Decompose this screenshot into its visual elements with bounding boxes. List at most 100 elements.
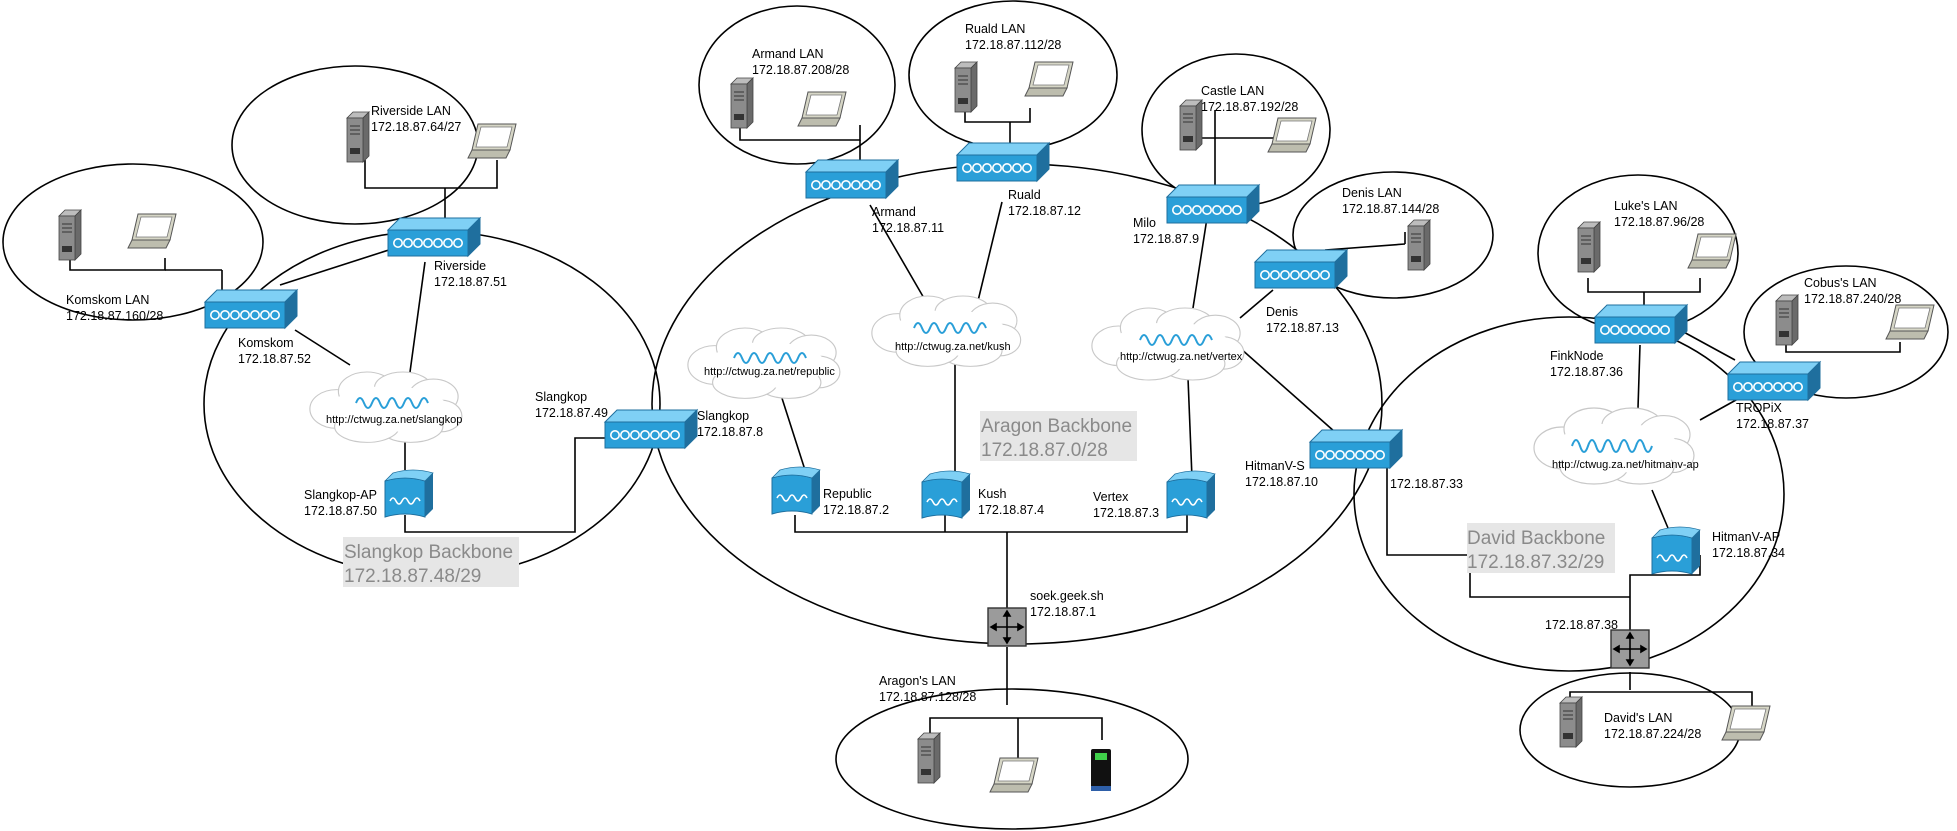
slangkop-left-ip: 172.18.87.49 [535, 406, 608, 420]
denis-node-ip: 172.18.87.13 [1266, 321, 1339, 335]
ruald-switch [956, 142, 1050, 182]
slangkop-ap-name: Slangkop-AP [304, 488, 377, 502]
david-lan-subnet: 172.18.87.224/28 [1604, 727, 1701, 741]
cobus-lan-ellipse [1743, 265, 1949, 399]
komskom-server-icon [58, 209, 82, 261]
hitmanv-s-extra-ip: 172.18.87.33 [1390, 477, 1463, 491]
komskom-switch [204, 289, 298, 329]
denis-lan-subnet: 172.18.87.144/28 [1342, 202, 1439, 216]
finknode-ip: 172.18.87.36 [1550, 365, 1623, 379]
aragon-backbone-name: Aragon Backbone [981, 416, 1132, 437]
david-backbone-name: David Backbone [1467, 528, 1605, 549]
kush-ap [921, 470, 971, 519]
david-router-ip: 172.18.87.38 [1545, 618, 1618, 632]
david-backbone-box [1467, 523, 1615, 573]
aragon-backbone-box [980, 411, 1137, 461]
finknode-switch [1594, 304, 1688, 344]
riverside-node-name: Riverside [434, 259, 486, 273]
tropix-name: TROPiX [1736, 401, 1783, 415]
lukes-laptop-icon [1687, 233, 1737, 269]
republic-node-name: Republic [823, 487, 872, 501]
aragon-server-icon [917, 732, 941, 784]
armand-switch [805, 159, 899, 199]
cloud-republic-url: http://ctwug.za.net/republic [704, 366, 835, 378]
soek-node-ip: 172.18.87.1 [1030, 605, 1096, 619]
komskom-node-name: Komskom [238, 336, 294, 350]
soek-node-name: soek.geek.sh [1030, 589, 1104, 603]
cloud-kush [871, 295, 1022, 367]
tropix-switch [1727, 361, 1821, 401]
slangkop-ap-ip: 172.18.87.50 [304, 504, 377, 518]
castle-laptop-icon [1267, 117, 1317, 153]
denis-lan-name: Denis LAN [1342, 186, 1402, 200]
komskom-node-ip: 172.18.87.52 [238, 352, 311, 366]
slangkop-backbone-name: Slangkop Backbone [344, 542, 513, 563]
hitmanv-s-switch [1309, 429, 1403, 469]
cloud-slangkop-url: http://ctwug.za.net/slangkop [326, 414, 462, 426]
connection-lines [69, 108, 1901, 760]
david-laptop-icon [1721, 705, 1771, 741]
hitmanv-ap [1651, 526, 1701, 575]
cobus-lan-name: Cobus's LAN [1804, 276, 1877, 290]
cobus-lan-subnet: 172.18.87.240/28 [1804, 292, 1901, 306]
vertex-ap [1166, 470, 1216, 519]
hitmanv-s-node-ip: 172.18.87.10 [1245, 475, 1318, 489]
komskom-lan-ellipse [2, 163, 264, 321]
david-lan-name: David's LAN [1604, 711, 1672, 725]
david-server-icon [1559, 696, 1583, 748]
ruald-node-name: Ruald [1008, 188, 1041, 202]
slangkop-backbone-subnet: 172.18.87.48/29 [344, 566, 481, 587]
aragon-lan-subnet: 172.18.87.128/28 [879, 690, 976, 704]
ruald-server-icon [954, 61, 978, 113]
armand-laptop-icon [797, 91, 847, 127]
armand-lan-ellipse [698, 5, 896, 165]
milo-switch [1166, 184, 1260, 224]
armand-lan-subnet: 172.18.87.208/28 [752, 63, 849, 77]
riverside-server-icon [346, 111, 370, 163]
slangkop-right-name: Slangkop [697, 409, 749, 423]
denis-node-name: Denis [1266, 305, 1298, 319]
finknode-name: FinkNode [1550, 349, 1604, 363]
ruald-node-ip: 172.18.87.12 [1008, 204, 1081, 218]
aragon-backbone-subnet: 172.18.87.0/28 [981, 440, 1108, 461]
lukes-lan-subnet: 172.18.87.96/28 [1614, 215, 1704, 229]
david-router-icon [1610, 629, 1650, 669]
cloud-kush-url: http://ctwug.za.net/kush [895, 341, 1011, 353]
kush-node-name: Kush [978, 487, 1007, 501]
armand-node-name: Armand [872, 205, 916, 219]
milo-node-ip: 172.18.87.9 [1133, 232, 1199, 246]
aragon-phone-icon [1091, 749, 1111, 791]
ruald-lan-subnet: 172.18.87.112/28 [965, 38, 1061, 52]
denis-server-icon [1407, 219, 1431, 271]
soek-router-icon [987, 607, 1027, 647]
armand-lan-name: Armand LAN [752, 47, 824, 61]
komskom-lan-name: Komskom LAN [66, 293, 149, 307]
riverside-lan-name: Riverside LAN [371, 104, 451, 118]
lukes-lan-name: Luke's LAN [1614, 199, 1678, 213]
castle-server-icon [1179, 99, 1203, 151]
lukes-server-icon [1577, 221, 1601, 273]
vertex-node-name: Vertex [1093, 490, 1129, 504]
hitmanv-ap-ip: 172.18.87.34 [1712, 546, 1785, 560]
ruald-lan-name: Ruald LAN [965, 22, 1025, 36]
republic-ap [771, 466, 821, 515]
aragon-lan-ellipse [835, 688, 1189, 830]
cobus-server-icon [1775, 294, 1799, 346]
armand-node-ip: 172.18.87.11 [872, 221, 944, 235]
ruald-laptop-icon [1024, 61, 1074, 97]
denis-lan-ellipse [1292, 171, 1494, 299]
armand-server-icon [730, 77, 754, 129]
castle-lan-subnet: 172.18.87.192/28 [1201, 100, 1298, 114]
cloud-vertex-url: http://ctwug.za.net/vertex [1120, 351, 1243, 363]
riverside-switch [387, 217, 481, 257]
castle-lan-name: Castle LAN [1201, 84, 1264, 98]
slangkop-backbone-box [343, 537, 519, 587]
hitmanv-s-node-name: HitmanV-S [1245, 459, 1305, 473]
riverside-node-ip: 172.18.87.51 [434, 275, 507, 289]
milo-node-name: Milo [1133, 216, 1156, 230]
slangkop-left-name: Slangkop [535, 390, 587, 404]
cloud-hitmanv-url: http://ctwug.za.net/hitmanv-ap [1552, 459, 1699, 471]
riverside-lan-subnet: 172.18.87.64/27 [371, 120, 461, 134]
republic-node-ip: 172.18.87.2 [823, 503, 889, 517]
